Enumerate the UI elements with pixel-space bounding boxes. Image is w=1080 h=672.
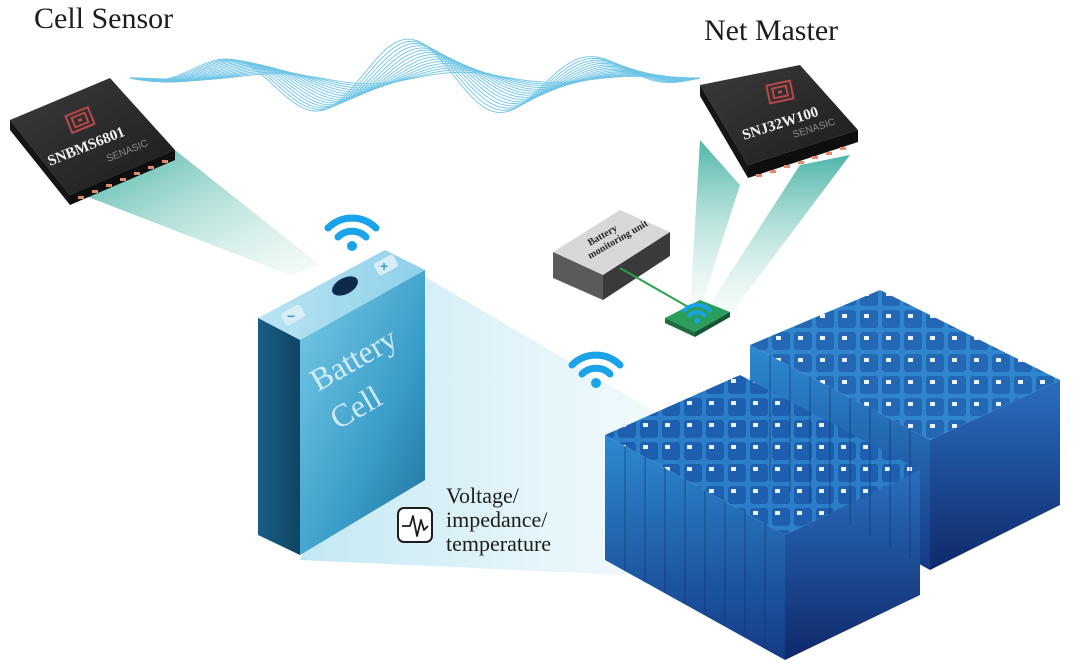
spiral-logo-icon	[64, 105, 96, 135]
positive-terminal	[374, 254, 398, 276]
wireless-signal-waves	[129, 38, 701, 114]
sensor-chip	[10, 78, 175, 205]
battery-monitoring-unit	[553, 210, 670, 300]
battery-pack	[605, 290, 1060, 660]
measurement-label: Voltage/ impedance/ temperature	[446, 484, 551, 556]
wave-line	[129, 69, 700, 87]
master-chip	[700, 65, 858, 178]
cell-sensor-title: Cell Sensor	[34, 2, 174, 35]
wave-line	[129, 67, 700, 89]
measurement-line-voltage: Voltage/	[446, 483, 519, 508]
positive-sign: +	[380, 258, 388, 274]
sensor-beam	[70, 150, 320, 275]
wave-line	[129, 38, 701, 114]
wave-line	[129, 56, 701, 99]
bmu-cable	[619, 267, 691, 309]
wave-line	[129, 43, 701, 109]
wireless-module	[665, 300, 730, 337]
wave-line	[129, 65, 701, 91]
negative-terminal	[281, 304, 305, 326]
wave-line	[130, 71, 700, 85]
wifi-icon	[324, 214, 380, 251]
wave-line	[129, 58, 701, 97]
wifi-icon	[681, 303, 713, 324]
wave-line	[129, 60, 701, 95]
measurement-line-temperature: temperature	[446, 531, 552, 556]
wave-line	[129, 47, 701, 106]
cell-sensor-module	[332, 276, 358, 296]
master-beam-right	[705, 155, 850, 315]
spiral-logo-icon	[765, 79, 795, 105]
wave-line	[129, 54, 701, 101]
wave-line	[129, 40, 701, 111]
master-beam-left	[690, 140, 740, 310]
wave-line	[129, 49, 701, 104]
wave-line	[129, 62, 701, 93]
negative-sign: −	[287, 308, 295, 324]
wave-line	[129, 45, 701, 107]
measurement-line-impedance: impedance/	[446, 507, 548, 532]
battery-cell	[258, 250, 425, 555]
wave-line	[129, 51, 701, 102]
waveform-icon	[397, 507, 433, 543]
wifi-icon	[568, 351, 624, 388]
net-master-title: Net Master	[704, 14, 839, 47]
